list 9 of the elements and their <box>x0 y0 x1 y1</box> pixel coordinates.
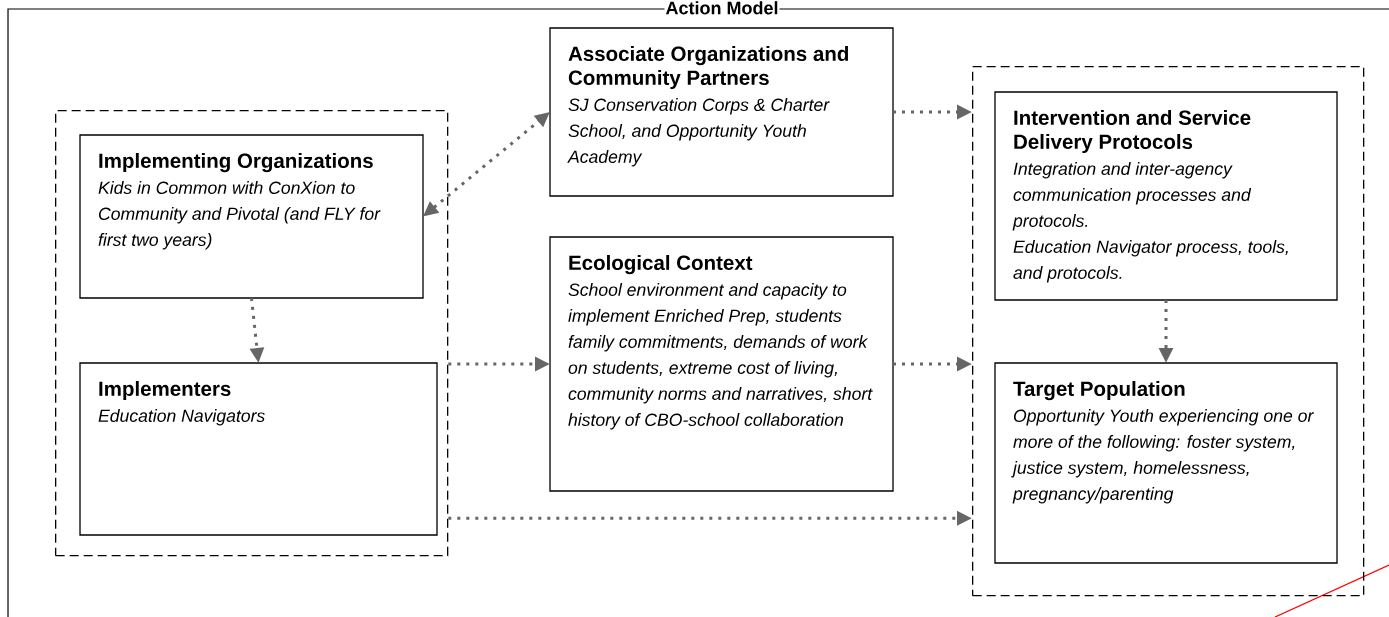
text-box: Implementers Education Navigators <box>79 362 438 536</box>
dashed-group-box <box>55 110 449 557</box>
text-box: Implementing Organizations Kids in Common with ConXion to Community and Pivotal (and FLY for first two years) <box>79 134 424 299</box>
text-box: Ecological Context School environment and capacity to implement Enriched Prep, students family commitments, demands of work on students, extreme cost of living, community norms and narratives, short history of CBO-school collaboration <box>549 236 894 492</box>
dashed-group-box <box>972 66 1365 597</box>
text-box: Associate Organizations and Community Partners SJ Conservation Corps & Charter School, and Opportunity Youth Academy <box>549 27 894 197</box>
text-box: Target Population Opportunity Youth experiencing one or more of the following: foster system, justice system, homelessness, pregnancy/parenting <box>994 362 1338 564</box>
title: Action Model <box>664 0 780 16</box>
text-box: Intervention and Service Delivery Protocols Integration and inter-agency communication processes and protocols. Education Navigator process, tools, and protocols. <box>994 91 1338 301</box>
